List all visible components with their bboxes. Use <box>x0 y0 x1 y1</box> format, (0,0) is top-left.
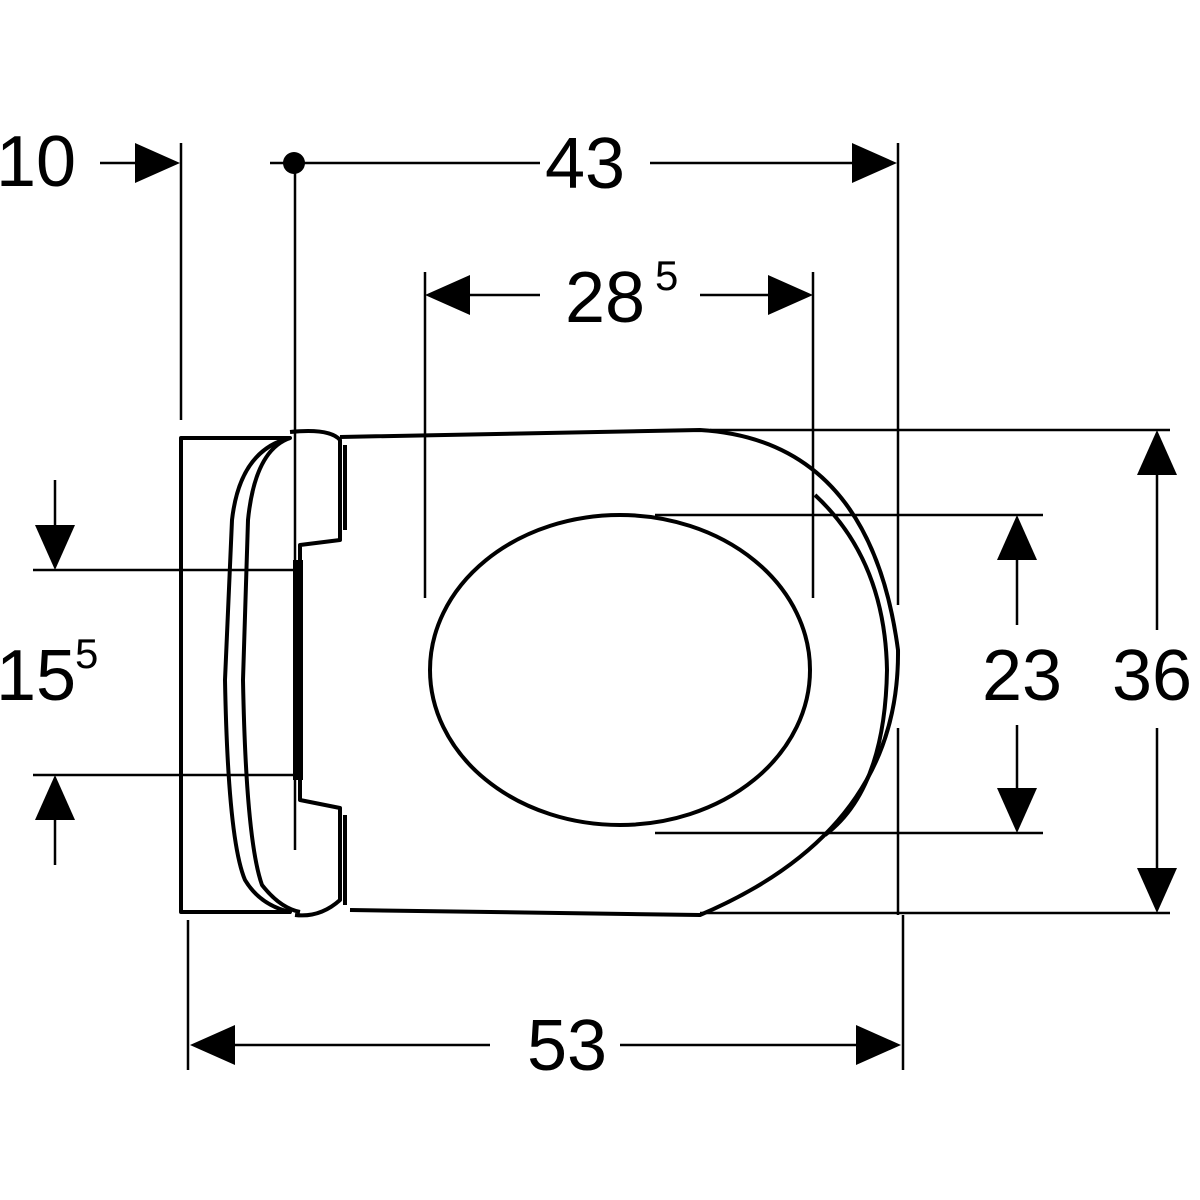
arrow-up-icon <box>35 775 75 820</box>
label-fixing-spacing: 15 <box>0 636 76 716</box>
arrow-up-icon <box>1137 430 1177 475</box>
label-total-depth: 53 <box>527 1006 607 1086</box>
arrow-right-icon <box>856 1025 901 1065</box>
arrow-down-icon <box>35 525 75 570</box>
label-total-width: 36 <box>1112 636 1192 716</box>
bowl-opening <box>428 513 812 827</box>
dim-total-width: 36 <box>700 428 1192 915</box>
label-depth-to-fixing: 43 <box>545 124 625 204</box>
label-wall-offset: 10 <box>0 122 76 202</box>
arrow-right-icon <box>135 143 180 183</box>
wall-plate <box>179 436 292 914</box>
dim-wall-offset: 10 <box>0 122 183 420</box>
toilet-outline <box>179 428 901 918</box>
arrow-right-icon <box>768 275 813 315</box>
arrow-left-icon <box>190 1025 235 1065</box>
dim-fixing-spacing: 15 5 <box>0 480 295 865</box>
arrow-down-icon <box>1137 868 1177 913</box>
arrow-down-icon <box>997 788 1037 833</box>
arrow-right-icon <box>852 143 897 183</box>
label-opening-length-sup: 5 <box>655 252 678 299</box>
label-fixing-spacing-sup: 5 <box>75 630 98 677</box>
arrow-left-icon <box>425 275 470 315</box>
fixing-bracket <box>293 560 303 780</box>
dim-opening-length: 28 5 <box>423 252 815 598</box>
dim-total-depth: 53 <box>186 915 905 1086</box>
label-opening-length: 28 <box>565 258 645 338</box>
label-opening-width: 23 <box>982 636 1062 716</box>
arrow-up-icon <box>997 515 1037 560</box>
dim-opening-width: 23 <box>655 513 1062 835</box>
